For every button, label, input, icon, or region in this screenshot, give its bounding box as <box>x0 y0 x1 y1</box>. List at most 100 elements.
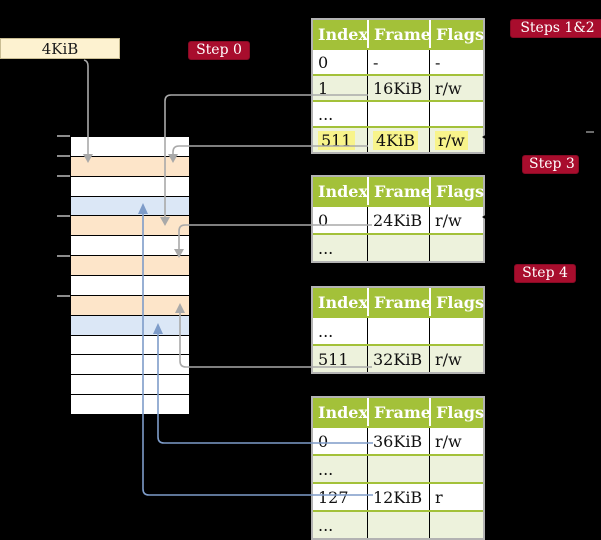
cell-text: ... <box>318 238 334 258</box>
table-cell: r/w <box>429 428 483 454</box>
table-cell: 16KiB <box>367 76 429 100</box>
memory-frame-row-8 <box>71 295 189 316</box>
cell-text: ... <box>318 515 334 535</box>
table-cell: r/w <box>429 76 483 100</box>
table-cell: r/w <box>429 207 483 233</box>
badge-step-4: Step 4 <box>514 264 576 283</box>
table-cell: 12KiB <box>367 484 429 510</box>
table-row: ... <box>313 510 483 538</box>
table-cell <box>367 456 429 482</box>
cell-text: ... <box>318 321 334 341</box>
table-row: 0 36KiB r/w <box>313 426 483 454</box>
table-cell <box>367 512 429 538</box>
table-row: 0 - - <box>313 48 483 74</box>
table-cell: 1 <box>313 76 367 100</box>
table-cell: 0 <box>313 428 367 454</box>
cell-text: ... <box>318 104 334 124</box>
table-cell: 0 <box>313 50 367 74</box>
cell-text: 0 <box>318 210 329 230</box>
cell-text: 0 <box>318 52 329 72</box>
column-header-index: Index <box>318 292 369 312</box>
address-tick <box>57 295 70 297</box>
table-cell: 511 <box>313 346 367 372</box>
cell-text: 511 <box>318 130 355 150</box>
table-cell <box>429 235 483 261</box>
column-header-frame: Frame <box>367 288 431 316</box>
memory-frame-row-11 <box>71 355 189 376</box>
memory-frame-row-0 <box>71 137 189 157</box>
table-cell <box>429 456 483 482</box>
table-cell: 32KiB <box>367 346 429 372</box>
frame-size-text: 4KiB <box>41 39 79 58</box>
cell-text: 511 <box>318 349 349 369</box>
table-cell: ... <box>313 456 367 482</box>
table-cell: r <box>429 484 483 510</box>
cell-text: 36KiB <box>373 431 423 451</box>
memory-frame-row-13 <box>71 395 189 415</box>
memory-frame-row-3 <box>71 196 189 217</box>
table-row: ... <box>313 316 483 344</box>
memory-frame-row-5 <box>71 236 189 257</box>
badge-steps-1-2: Steps 1&2 <box>510 19 601 38</box>
column-header-flags: Flags <box>429 398 484 426</box>
column-header-flags: Flags <box>429 288 484 316</box>
address-tick <box>57 255 70 257</box>
table-cell: - <box>367 50 429 74</box>
frame-size-label: 4KiB <box>0 38 120 59</box>
table-cell: ... <box>313 235 367 261</box>
cell-text: 0 <box>318 431 329 451</box>
column-header-frame: Frame <box>367 20 431 48</box>
table-cell: ... <box>313 512 367 538</box>
memory-frame-row-12 <box>71 375 189 396</box>
memory-frame-row-1 <box>71 156 189 177</box>
cell-text: 12KiB <box>373 487 423 507</box>
table-cell: 127 <box>313 484 367 510</box>
badge-step-0: Step 0 <box>188 41 250 60</box>
table-row: ... <box>313 454 483 482</box>
table-cell: 36KiB <box>367 428 429 454</box>
memory-frame-row-10 <box>71 335 189 356</box>
table-cell: ... <box>313 102 367 126</box>
table-cell: - <box>429 50 483 74</box>
table-row: ... <box>313 100 483 126</box>
badge-step-3: Step 3 <box>522 155 579 174</box>
table-row: 0 24KiB r/w <box>313 205 483 233</box>
cell-text: r/w <box>435 78 462 98</box>
address-tick <box>57 215 70 217</box>
cell-text: r/w <box>435 431 462 451</box>
cell-text: 32KiB <box>373 349 423 369</box>
cell-text: r/w <box>435 349 462 369</box>
table-cell: r/w <box>429 128 483 152</box>
table-cell <box>367 235 429 261</box>
table-cell <box>367 318 429 344</box>
table-cell: r/w <box>429 346 483 372</box>
table-cell: ... <box>313 318 367 344</box>
cell-text: - <box>373 52 379 72</box>
column-header-flags: Flags <box>429 20 484 48</box>
table-row: ... <box>313 233 483 261</box>
cell-text: 24KiB <box>373 210 423 230</box>
address-tick <box>57 135 70 137</box>
cell-text: 16KiB <box>373 78 423 98</box>
table-cell <box>429 102 483 126</box>
column-header-index: Index <box>318 402 369 422</box>
table-cell <box>429 512 483 538</box>
cell-text: r <box>435 487 443 507</box>
table-row: 511 32KiB r/w <box>313 344 483 372</box>
column-header-frame: Frame <box>367 398 431 426</box>
cell-text: r/w <box>435 130 468 150</box>
cell-text: 127 <box>318 487 349 507</box>
column-header-index: Index <box>318 181 369 201</box>
table-row: 1 16KiB r/w <box>313 74 483 100</box>
cell-text: - <box>435 52 441 72</box>
physical-memory-column <box>70 136 190 415</box>
memory-frame-row-2 <box>71 176 189 197</box>
column-header-flags: Flags <box>429 177 484 205</box>
table-cell: 0 <box>313 207 367 233</box>
